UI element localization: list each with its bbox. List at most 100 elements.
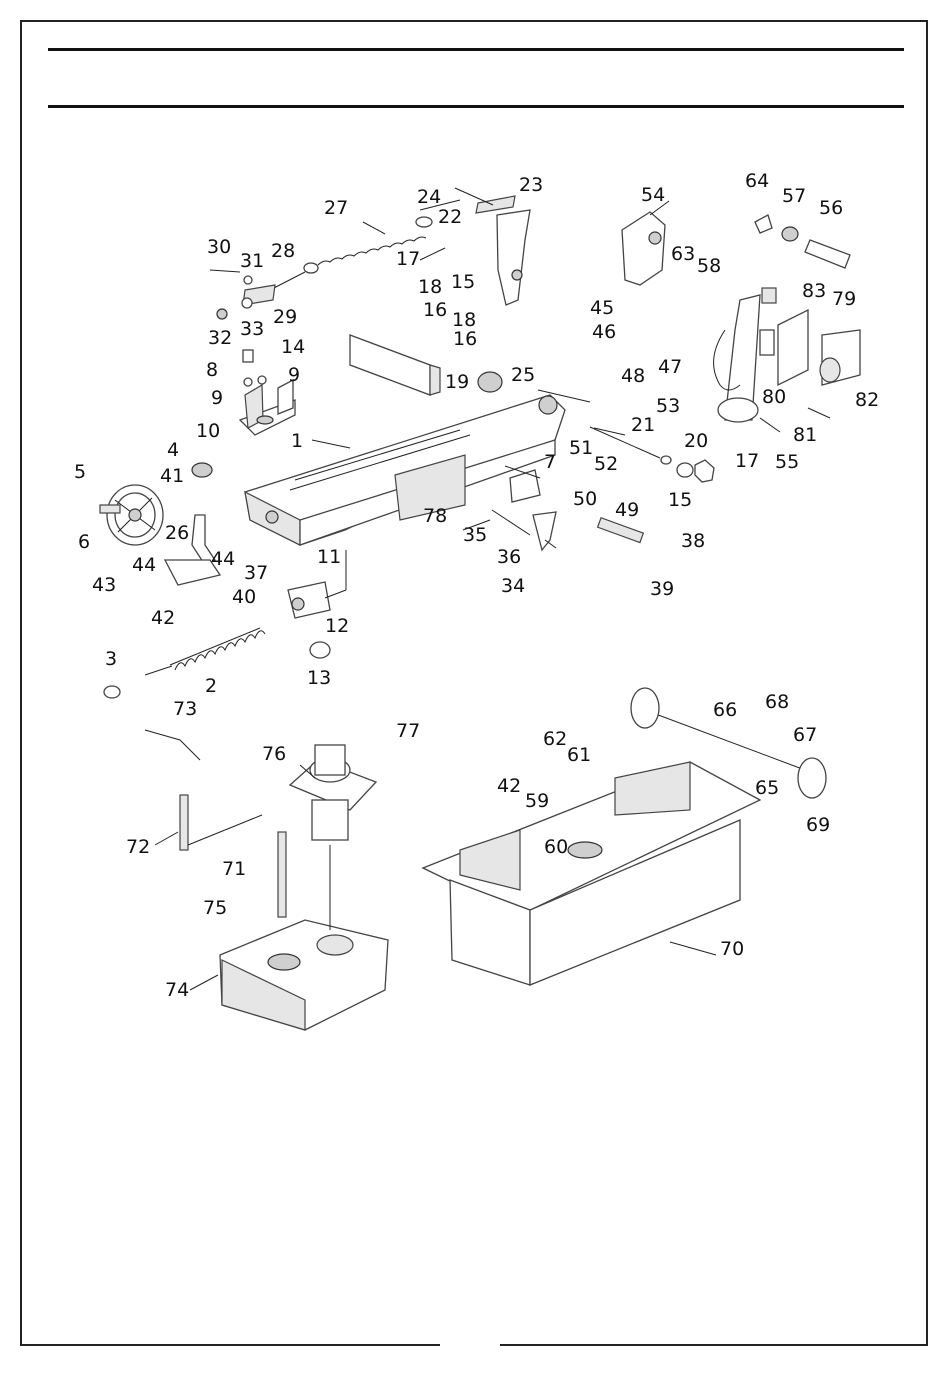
part-label-42a: 42 <box>151 607 175 629</box>
part-label-62: 62 <box>543 728 567 750</box>
part-label-18b: 18 <box>452 309 476 331</box>
part-label-56: 56 <box>819 197 843 219</box>
handwheel <box>100 485 163 545</box>
hose-71 <box>278 832 286 917</box>
part-label-10: 10 <box>196 420 220 442</box>
wheel-left <box>631 688 659 728</box>
part-label-64: 64 <box>745 170 769 192</box>
part-label-46: 46 <box>592 321 616 343</box>
part-label-26: 26 <box>165 522 189 544</box>
part-label-18a: 18 <box>418 276 442 298</box>
handle-56 <box>805 240 850 268</box>
bracket-hole <box>512 270 522 280</box>
part-label-27: 27 <box>324 197 348 219</box>
part-label-14: 14 <box>281 336 305 358</box>
part-label-2: 2 <box>205 675 217 697</box>
nut-64 <box>755 215 772 233</box>
part-label-80: 80 <box>762 386 786 408</box>
hardware-29-33 <box>210 270 275 319</box>
part-label-15a: 15 <box>451 271 475 293</box>
part-label-53: 53 <box>656 395 680 417</box>
part-label-57: 57 <box>782 185 806 207</box>
nut-block-bore <box>292 598 304 610</box>
part-label-37: 37 <box>244 562 268 584</box>
guard-plate-edge <box>430 365 440 395</box>
part-label-3: 3 <box>105 648 117 670</box>
part-label-43: 43 <box>92 574 116 596</box>
part-label-81: 81 <box>793 424 817 446</box>
valve-knob <box>820 358 840 382</box>
part-label-76: 76 <box>262 743 286 765</box>
part-label-8: 8 <box>206 359 218 381</box>
part-label-42b: 42 <box>497 775 521 797</box>
valve-plate <box>778 310 808 385</box>
part-label-50: 50 <box>573 488 597 510</box>
part-label-13: 13 <box>307 667 331 689</box>
part-label-69: 69 <box>806 814 830 836</box>
part-label-63: 63 <box>671 243 695 265</box>
part-label-9a: 9 <box>211 387 223 409</box>
part-label-12: 12 <box>325 615 349 637</box>
part-label-74: 74 <box>165 979 189 1001</box>
bracket-plate <box>476 196 515 213</box>
part-label-32: 32 <box>208 327 232 349</box>
guard-plate <box>350 335 430 395</box>
part-label-44a: 44 <box>132 554 156 576</box>
part-label-16b: 16 <box>453 328 477 350</box>
part-label-55: 55 <box>775 451 799 473</box>
part-label-28: 28 <box>271 240 295 262</box>
part-label-17a: 17 <box>396 248 420 270</box>
part-label-66: 66 <box>713 699 737 721</box>
part-label-35: 35 <box>463 524 487 546</box>
part-label-45: 45 <box>590 297 614 319</box>
part-label-6: 6 <box>78 531 90 553</box>
part-label-29: 29 <box>273 306 297 328</box>
part-label-19: 19 <box>445 371 469 393</box>
bushing-57 <box>782 227 798 241</box>
knob <box>192 463 212 477</box>
part-label-36: 36 <box>497 546 521 568</box>
part-label-17b: 17 <box>735 450 759 472</box>
part-label-20: 20 <box>684 430 708 452</box>
valve-73 <box>145 730 200 760</box>
part-label-9b: 9 <box>288 364 300 386</box>
part-label-1: 1 <box>291 430 303 452</box>
part-label-34: 34 <box>501 575 525 597</box>
part-label-25: 25 <box>511 364 535 386</box>
part-label-49: 49 <box>615 499 639 521</box>
support-bracket <box>497 210 530 305</box>
part-label-21: 21 <box>631 414 655 436</box>
part-label-59: 59 <box>525 790 549 812</box>
part-label-52: 52 <box>594 453 618 475</box>
part-label-33: 33 <box>240 318 264 340</box>
part-label-31: 31 <box>240 250 264 272</box>
part-label-7: 7 <box>544 451 556 473</box>
cap-screw-8 <box>243 350 253 362</box>
part-label-40: 40 <box>232 586 256 608</box>
ring-20 <box>661 456 671 464</box>
part-label-44b: 44 <box>211 548 235 570</box>
coolant-tank <box>220 920 388 1030</box>
part-label-70: 70 <box>720 938 744 960</box>
mount-bracket <box>240 380 295 435</box>
part-label-65: 65 <box>755 777 779 799</box>
part-label-61: 61 <box>567 744 591 766</box>
lever <box>533 512 556 550</box>
washer-9a <box>244 378 252 386</box>
part-label-79: 79 <box>832 288 856 310</box>
part-label-4: 4 <box>167 439 179 461</box>
hose-72 <box>180 795 188 850</box>
part-label-77: 77 <box>396 720 420 742</box>
cylinder-bracket <box>622 212 665 285</box>
part-label-51: 51 <box>569 437 593 459</box>
part-label-30: 30 <box>207 236 231 258</box>
part-label-41: 41 <box>160 465 184 487</box>
pin-49 <box>598 518 644 543</box>
stand-base <box>423 762 760 985</box>
part-label-60: 60 <box>544 836 568 858</box>
part-label-5: 5 <box>74 461 86 483</box>
part-label-48: 48 <box>621 365 645 387</box>
part-label-68: 68 <box>765 691 789 713</box>
part-label-23: 23 <box>519 174 543 196</box>
part-label-38: 38 <box>681 530 705 552</box>
